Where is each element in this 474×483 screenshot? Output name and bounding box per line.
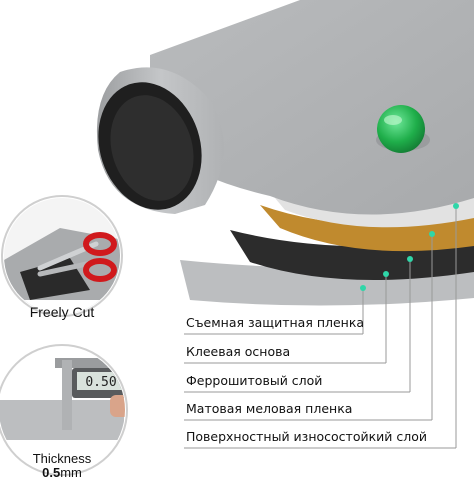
layer-label-surface: Поверхностный износостойкий слой <box>186 429 427 444</box>
leader-dot-protective <box>360 285 366 291</box>
scissors-icon <box>37 232 117 282</box>
layer-label-matte: Матовая меловая пленка <box>186 401 353 416</box>
layer-label-protective: Съемная защитная пленка <box>186 315 365 330</box>
leader-dot-adhesive <box>383 271 389 277</box>
film-sheet <box>150 0 474 215</box>
badge-freely-cut <box>1 195 123 317</box>
leader-dot-ferrite <box>407 256 413 262</box>
layer-edge-adhesive <box>260 205 474 252</box>
layer-label-ferrite: Феррошитовый слой <box>186 373 323 388</box>
layer-leaders <box>184 203 459 449</box>
layer-label-adhesive: Клеевая основа <box>186 344 291 359</box>
layer-edge-protective <box>270 192 474 228</box>
badge-thickness: 0.50 <box>0 344 128 476</box>
badge-thickness-label: Thickness 0.5mm <box>12 452 112 480</box>
caliper-readout: 0.50 <box>85 375 116 390</box>
badge-freely-cut-label: Freely Cut <box>29 304 95 320</box>
film-roll-inner <box>110 95 194 201</box>
magnet-pin-icon <box>376 105 430 153</box>
thickness-label: Thickness <box>32 451 92 466</box>
leader-dot-matte <box>429 231 435 237</box>
thickness-value: 0.5mm <box>42 465 82 480</box>
leader-dot-surface <box>453 203 459 209</box>
layer-edge-ferrite <box>230 230 474 280</box>
